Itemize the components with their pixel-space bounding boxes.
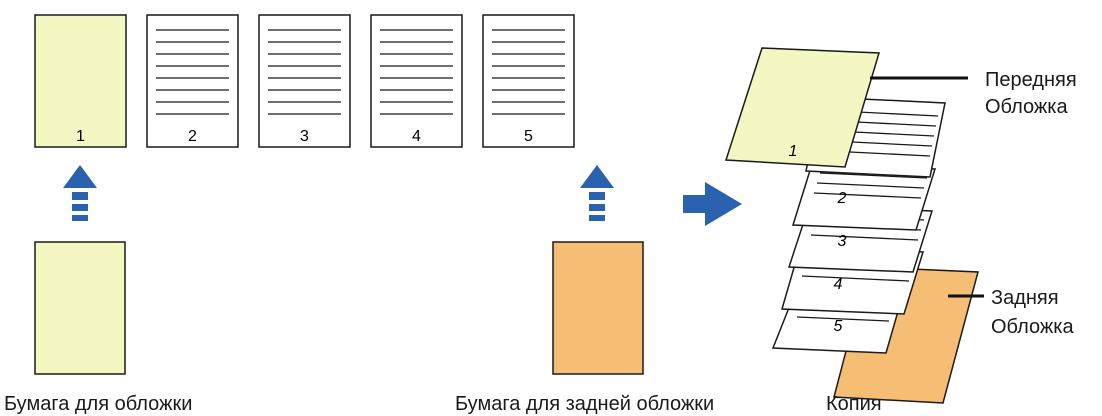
page-number: 1 [789,143,798,160]
page-number: 3 [838,233,847,250]
back-cover-paper [552,241,644,375]
original-page-2: 2 [146,14,239,148]
page-number: 5 [834,318,843,335]
page-number: 2 [837,190,847,207]
front-paper-caption: Бумага для обложки [4,393,192,415]
stack-page-2: 2 [791,163,937,231]
stack-front-cover: 1 [724,47,880,168]
copy-stack: 5 4 3 [724,47,979,404]
original-page-3: 3 [258,14,351,148]
page-number: 1 [76,128,85,145]
page-number: 4 [412,128,421,145]
page-number: 4 [834,276,843,293]
copy-caption: Копия [826,393,882,415]
back-cover-label-line1: Задняя [991,287,1059,309]
back-paper-caption: Бумага для задней обложки [455,393,714,415]
page-number: 3 [300,128,309,145]
right-arrow-icon [683,182,742,226]
up-arrow-icon [63,165,97,221]
page-number: 5 [524,128,533,145]
up-arrow-icon [580,165,614,221]
front-cover-paper [34,241,126,375]
original-page-4: 4 [370,14,463,148]
front-cover-label-line2: Обложка [985,96,1068,118]
front-cover-label-line1: Передняя [985,69,1077,91]
original-page-5: 5 [482,14,575,148]
page-number: 2 [188,128,197,145]
back-cover-label-line2: Обложка [991,316,1074,338]
original-page-1: 1 [34,14,127,148]
